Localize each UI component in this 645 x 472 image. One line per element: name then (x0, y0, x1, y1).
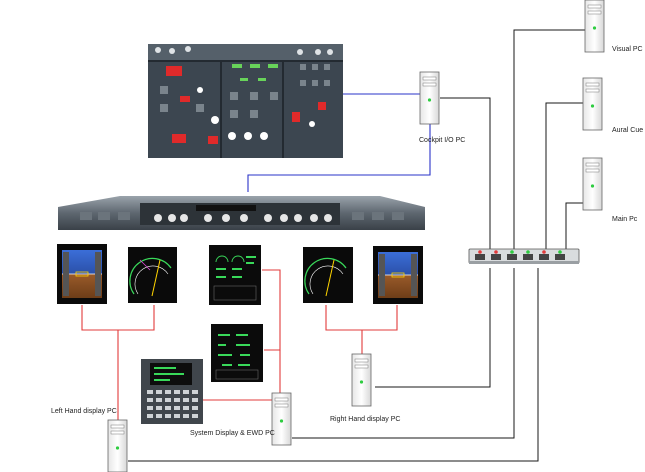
right-nd-screen (303, 247, 353, 303)
aural-cue-label: Aural Cue (612, 127, 644, 134)
pc-tower-right-hand-display (351, 353, 372, 407)
cockpit-io-pc-label: Cockpit I/O PC (419, 137, 466, 144)
main-pc-label: Main Pc (612, 216, 638, 223)
io-to-switch-link (440, 97, 491, 250)
blue-links (247, 93, 431, 192)
red-links (81, 269, 398, 425)
right-hand-display-pc-label: Right Hand display PC (330, 416, 401, 423)
io-to-glareshield-link (247, 112, 431, 192)
aural-to-switch-link (545, 102, 583, 250)
switch-port-leds (478, 250, 562, 254)
system-display-ewd-pc-label: System Display & EWD PC (190, 430, 275, 437)
network-switch (468, 248, 580, 264)
right-displays-link (325, 305, 398, 331)
overhead-panel-image (148, 44, 343, 158)
right-pfd-screen (373, 246, 423, 304)
pc-tower-left-hand-display (107, 419, 128, 472)
mcdu-image (141, 359, 203, 424)
pc-tower-cockpit-io (419, 71, 440, 125)
switch-to-right-pc-link (375, 268, 491, 388)
glareshield-image (58, 196, 425, 230)
left-nd-screen (128, 247, 177, 303)
left-displays-link (81, 305, 155, 331)
upper-ewd-screen (209, 245, 261, 305)
main-to-switch-link (565, 202, 583, 250)
left-pfd-screen (57, 244, 107, 304)
pc-tower-visual (584, 0, 605, 53)
lower-sd-screen (211, 324, 263, 382)
black-links (128, 29, 585, 462)
switch-to-system-pc-link (292, 268, 515, 439)
pc-tower-main (582, 157, 603, 211)
left-hand-display-pc-label: Left Hand display PC (51, 408, 117, 415)
visual-pc-label: Visual PC (612, 46, 643, 53)
system-displays-link (262, 269, 281, 351)
pc-tower-system-display (271, 392, 292, 446)
visual-to-switch-link (513, 29, 585, 250)
pc-tower-aural (582, 77, 603, 131)
switch-to-left-pc-link (128, 268, 539, 462)
